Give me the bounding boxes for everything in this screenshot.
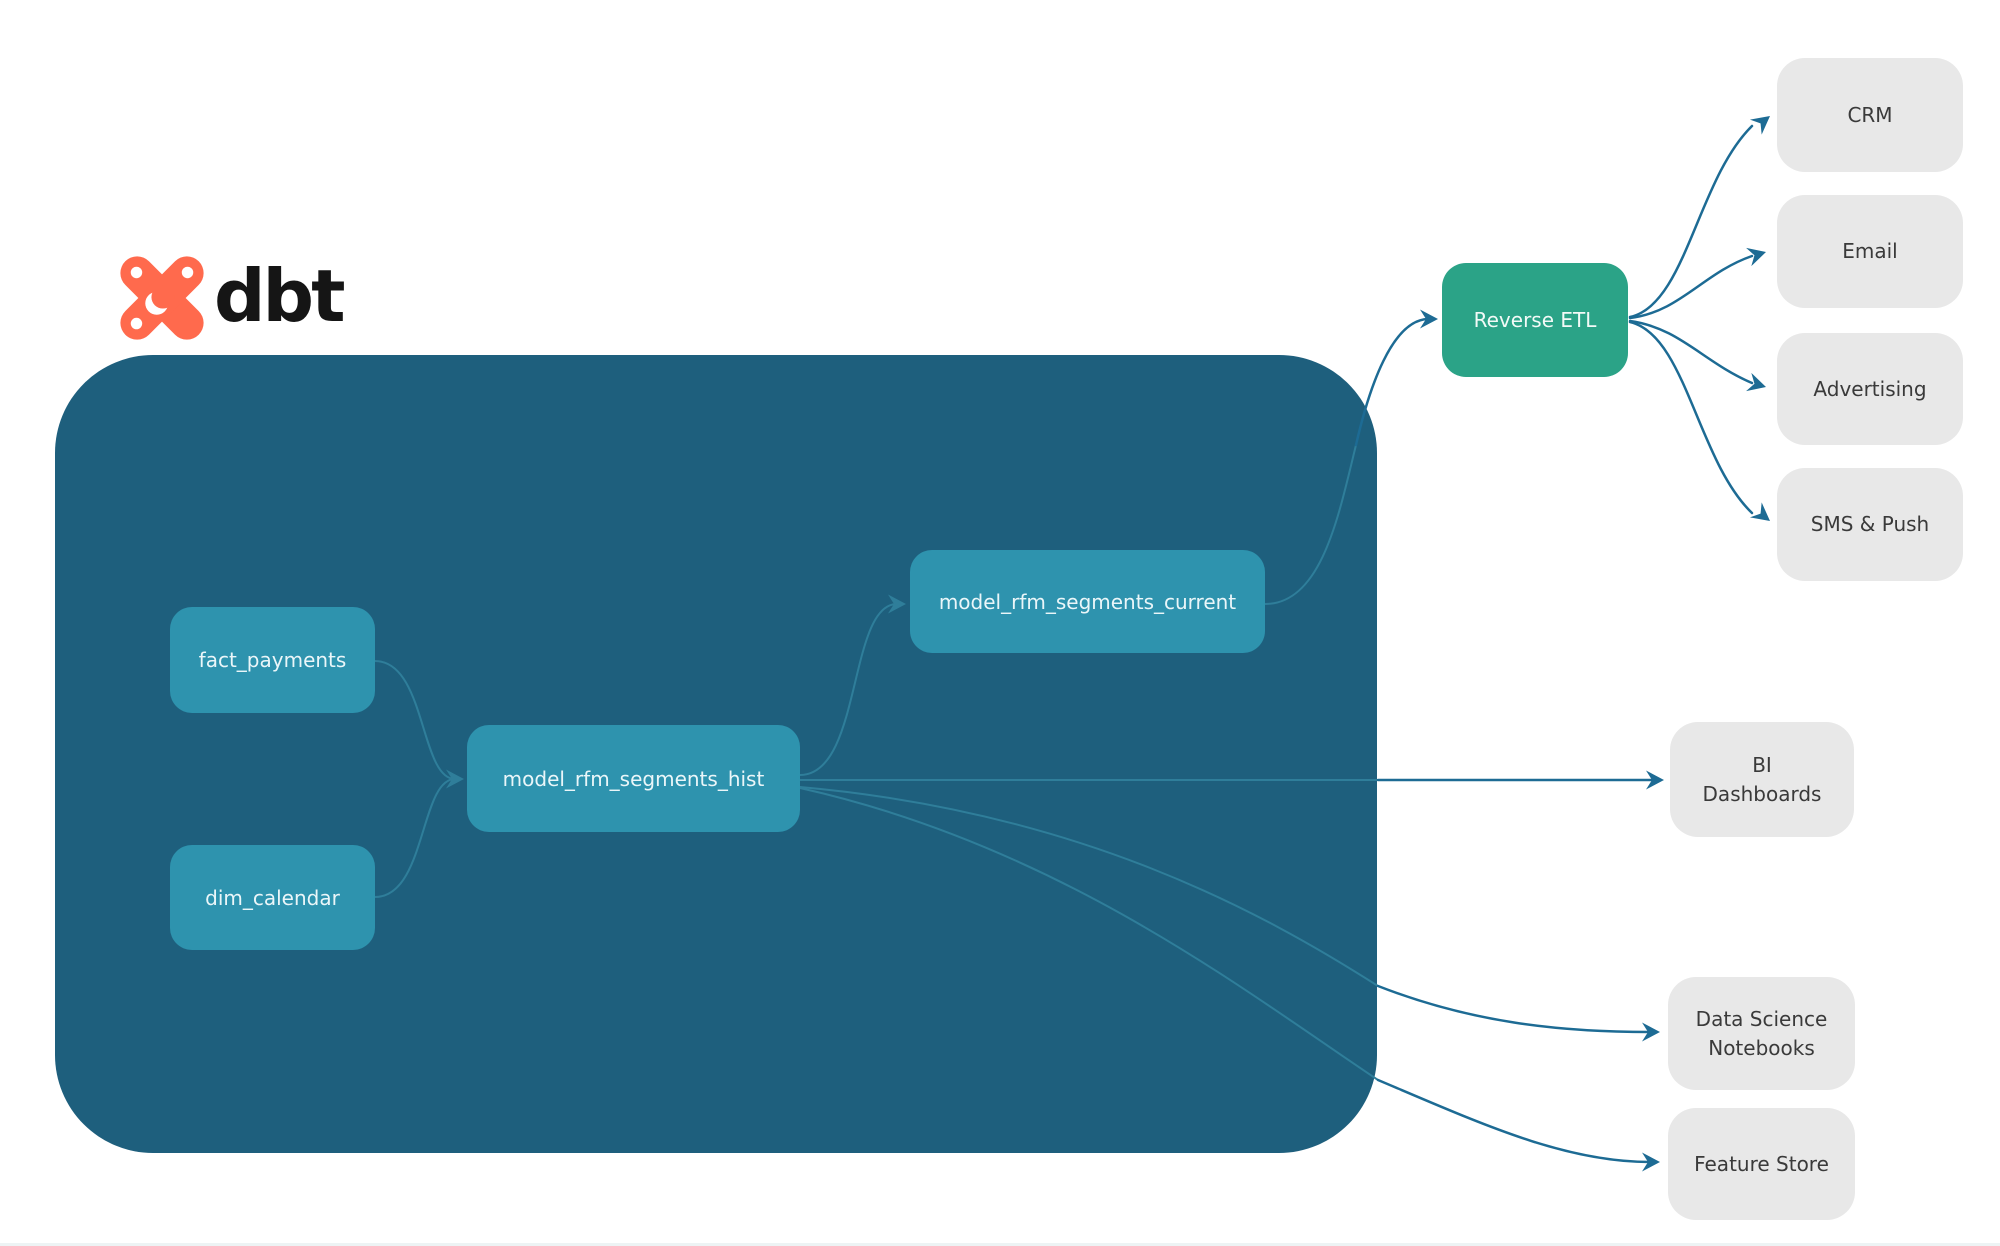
- edge-reverse-etl-to-email: [1628, 254, 1754, 320]
- node-model-rfm-segments-hist[interactable]: model_rfm_segments_hist: [467, 725, 800, 832]
- node-email[interactable]: Email: [1777, 195, 1963, 308]
- arrowhead-into-fs: [1642, 1152, 1660, 1172]
- node-bi-dashboards[interactable]: BI Dashboards: [1670, 722, 1854, 837]
- node-sms-push-label: SMS & Push: [1810, 512, 1930, 536]
- node-advertising[interactable]: Advertising: [1777, 333, 1963, 445]
- dbt-star-icon: [120, 256, 204, 340]
- arrowhead-into-reverse-etl: [1420, 309, 1438, 329]
- edge-reverse-etl-to-advertising: [1628, 319, 1754, 385]
- node-feature-store-label: Feature Store: [1694, 1151, 1829, 1176]
- arrowhead-into-crm: [1749, 116, 1770, 135]
- node-fact-payments-label: fact_payments: [198, 648, 347, 672]
- edge-reverse-etl-to-sms-push: [1628, 320, 1754, 515]
- node-dim-calendar[interactable]: dim_calendar: [170, 845, 375, 950]
- slide-bottom-edge: [0, 1243, 2000, 1246]
- node-crm-label: CRM: [1847, 102, 1893, 127]
- edge-reverse-etl-to-crm: [1628, 124, 1754, 319]
- node-reverse-etl[interactable]: Reverse ETL: [1442, 263, 1628, 377]
- arrowhead-into-email: [1746, 247, 1766, 267]
- node-advertising-label: Advertising: [1813, 376, 1927, 401]
- node-fact-payments[interactable]: fact_payments: [170, 607, 375, 713]
- node-feature-store[interactable]: Feature Store: [1668, 1108, 1855, 1220]
- dbt-logo: dbt: [118, 252, 345, 344]
- node-crm[interactable]: CRM: [1777, 58, 1963, 172]
- edge-hist-to-ds-outer: [1376, 984, 1652, 1034]
- node-sms-push[interactable]: SMS & Push: [1777, 468, 1963, 581]
- node-dim-calendar-label: dim_calendar: [205, 885, 340, 910]
- node-bi-dashboards-label: BI Dashboards: [1702, 752, 1822, 806]
- arrowhead-into-advertising: [1746, 372, 1766, 392]
- node-data-science-notebooks[interactable]: Data Science Notebooks: [1668, 977, 1855, 1090]
- arrowhead-into-bi: [1646, 770, 1664, 790]
- node-email-label: Email: [1842, 239, 1898, 263]
- node-reverse-etl-label: Reverse ETL: [1473, 308, 1597, 332]
- arrowhead-into-ds: [1642, 1022, 1660, 1042]
- edge-hist-to-fs-outer: [1376, 1078, 1652, 1164]
- node-model-rfm-segments-current[interactable]: model_rfm_segments_current: [910, 550, 1265, 653]
- node-data-science-notebooks-label: Data Science Notebooks: [1695, 1006, 1828, 1060]
- node-model-rfm-segments-current-label: model_rfm_segments_current: [938, 589, 1237, 614]
- node-model-rfm-segments-hist-label: model_rfm_segments_hist: [502, 766, 765, 791]
- arrowhead-into-sms-push: [1749, 502, 1770, 521]
- dbt-wordmark: dbt: [214, 254, 345, 338]
